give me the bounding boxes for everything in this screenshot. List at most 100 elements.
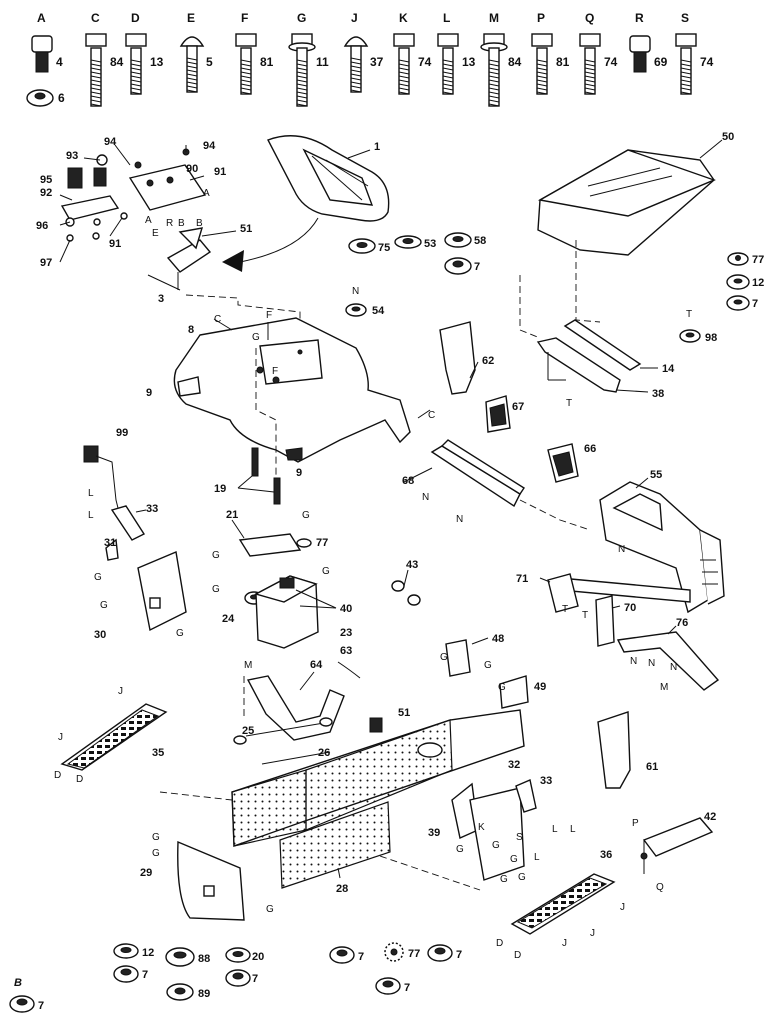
letter-f: F: [266, 310, 272, 321]
letter-j: J: [118, 686, 123, 697]
letter-l: L: [534, 852, 540, 863]
callout-76: 76: [676, 617, 688, 629]
letter-g: G: [484, 660, 492, 671]
callout-33: 33: [540, 775, 552, 787]
callout-33: 33: [146, 503, 158, 515]
callout-30: 30: [94, 629, 106, 641]
letter-n: N: [352, 286, 359, 297]
letter-d: D: [496, 938, 503, 949]
callout-39: 39: [428, 827, 440, 839]
callout-3: 3: [158, 293, 164, 305]
hardware-qty: 37: [370, 55, 384, 69]
letter-l: L: [570, 824, 576, 835]
hex-nut-icon: 6: [26, 89, 65, 107]
hardware-letter: Q: [585, 11, 594, 25]
callout-7: 7: [38, 1000, 44, 1012]
callout-7: 7: [252, 973, 258, 985]
hardware-letter: L: [443, 11, 450, 25]
letter-n: N: [670, 662, 677, 673]
letter-g: G: [152, 848, 160, 859]
hardware-letter: C: [91, 11, 100, 25]
letter-s: S: [516, 832, 523, 843]
callout-28: 28: [336, 883, 348, 895]
callout-77: 77: [752, 254, 764, 266]
callout-91: 91: [109, 238, 121, 250]
hardware-letter: S: [681, 11, 689, 25]
callout-53: 53: [424, 238, 436, 250]
letter-g: G: [212, 550, 220, 561]
carriage-bolt-icon: J37: [343, 11, 384, 93]
hardware-letter: F: [241, 11, 248, 25]
hardware-letter: R: [635, 11, 644, 25]
callout-77: 77: [408, 948, 420, 960]
callout-32: 32: [508, 759, 520, 771]
letter-d: D: [76, 774, 83, 785]
callout-9: 9: [296, 467, 302, 479]
letter-e: E: [152, 228, 159, 239]
callout-58: 58: [474, 235, 486, 247]
letter-j: J: [562, 938, 567, 949]
callout-94: 94: [104, 136, 117, 148]
hardware-letter: E: [187, 11, 195, 25]
callout-95: 95: [40, 174, 52, 186]
hardware-qty: 11: [316, 55, 329, 69]
hardware-letter: D: [131, 11, 140, 25]
callout-24: 24: [222, 613, 235, 625]
letter-g: G: [100, 600, 108, 611]
letter-n: N: [630, 656, 637, 667]
left-side-parts: 99 33 L L 31 30 G G G G G: [83, 427, 220, 641]
letter-n: N: [648, 658, 655, 669]
callout-1: 1: [374, 141, 380, 153]
callout-62: 62: [482, 355, 494, 367]
letter-d: D: [514, 950, 521, 961]
hardware-qty: 84: [508, 55, 522, 69]
hardware-qty: 13: [462, 55, 476, 69]
letter-g: G: [322, 566, 330, 577]
letter-g: G: [212, 584, 220, 595]
callout-71: 71: [516, 573, 528, 585]
spring-icon: [83, 445, 99, 463]
spring-icon: [67, 167, 107, 189]
letter-g: G: [518, 872, 526, 883]
hex-bolt-icon: K74: [393, 11, 432, 95]
letter-k: K: [478, 822, 485, 833]
letter-b: B: [14, 977, 22, 989]
letter-m: M: [244, 660, 252, 671]
hardware-letter: G: [297, 11, 306, 25]
callout-29: 29: [140, 867, 152, 879]
callout-14: 14: [662, 363, 675, 375]
letter-t: T: [566, 398, 572, 409]
bumper-bar: 14 38 T: [536, 319, 675, 409]
right-side-parts: 39 32 33 K S L L L G G G G G: [428, 759, 576, 885]
loose-hardware-right: 77 12 7 T 98: [679, 252, 764, 344]
hex-bolt-icon: P81: [531, 11, 570, 95]
letter-n: N: [422, 492, 429, 503]
letter-l: L: [88, 488, 94, 499]
hardware-qty: 69: [654, 55, 668, 69]
hardware-qty: 13: [150, 55, 164, 69]
letter-c: C: [214, 314, 221, 325]
arrow-icon: [222, 250, 244, 272]
letter-g: G: [440, 652, 448, 663]
letter-j: J: [590, 928, 595, 939]
seat: 1: [222, 135, 390, 272]
callout-38: 38: [652, 388, 664, 400]
callout-51: 51: [240, 223, 252, 235]
loose-hardware-mid: 75 53 58 7 N 54: [345, 232, 486, 317]
callout-63: 63: [340, 645, 352, 657]
letter-t: T: [686, 309, 692, 320]
callout-89: 89: [198, 988, 210, 1000]
letter-g: G: [152, 832, 160, 843]
callout-61: 61: [646, 761, 658, 773]
callout-42: 42: [704, 811, 716, 823]
letter-j: J: [58, 732, 63, 743]
letter-g: G: [510, 854, 518, 865]
callout-25: 25: [242, 725, 254, 737]
letter-f: F: [272, 366, 278, 377]
letter-c: C: [428, 410, 435, 421]
letter-p: P: [632, 818, 639, 829]
callout-92: 92: [40, 187, 52, 199]
callout-7: 7: [358, 951, 364, 963]
